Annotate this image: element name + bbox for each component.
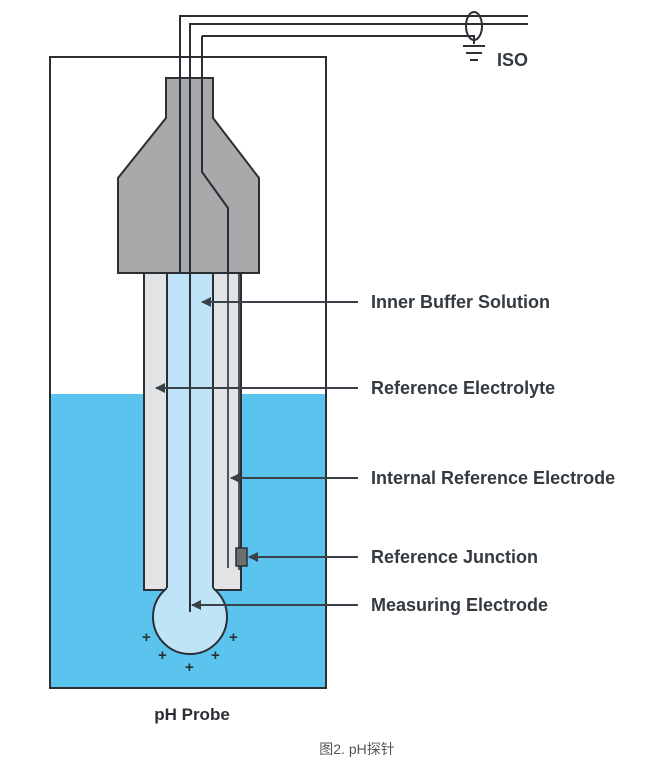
wire-inner	[189, 23, 474, 612]
label-internal-reference-electrode: Internal Reference Electrode	[371, 468, 615, 488]
label-measuring-electrode: Measuring Electrode	[371, 595, 548, 615]
probe-wires	[179, 11, 528, 612]
charge-symbol: +	[229, 629, 238, 646]
pointer-arrows	[155, 297, 358, 610]
label-reference-junction: Reference Junction	[371, 547, 538, 567]
surface-charges: + + + + +	[142, 629, 238, 676]
wire-measuring	[179, 15, 474, 272]
label-reference-electrolyte: Reference Electrolyte	[371, 378, 555, 398]
probe-title: pH Probe	[154, 705, 230, 724]
wire-shield	[202, 35, 475, 44]
charge-symbol: +	[158, 647, 167, 664]
ground-icon	[463, 45, 485, 61]
shield-ring	[465, 11, 483, 41]
charge-symbol: +	[142, 629, 151, 646]
probe-cap	[117, 77, 260, 274]
figure-caption: 图2. pH探针	[319, 741, 394, 757]
charge-symbol: +	[211, 647, 220, 664]
reference-junction-block	[235, 547, 248, 567]
wire-reference	[201, 36, 229, 272]
charge-symbol: +	[185, 659, 194, 676]
beaker	[49, 56, 327, 689]
label-inner-buffer: Inner Buffer Solution	[371, 292, 550, 312]
iso-label: ISO	[497, 50, 528, 70]
